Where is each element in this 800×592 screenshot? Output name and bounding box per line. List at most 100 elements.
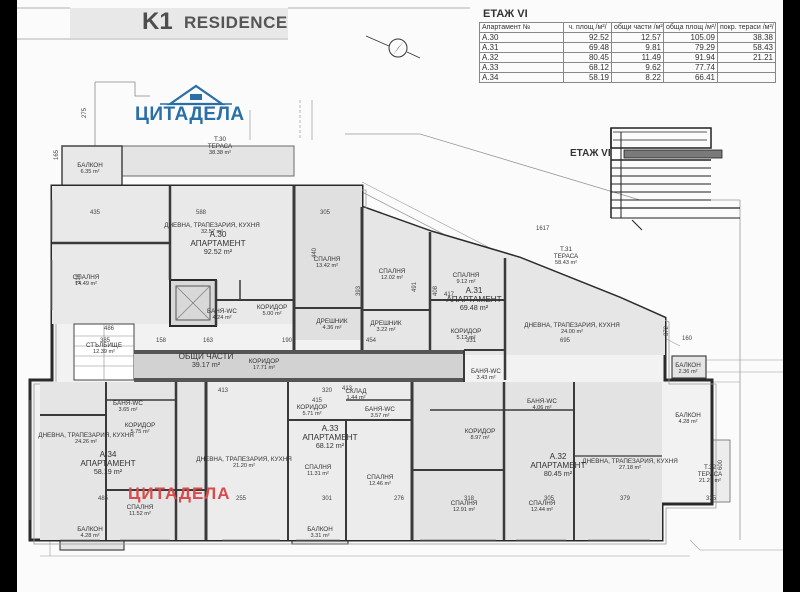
common-parts-label-area: 39.17 m²	[191, 360, 221, 369]
dimension-label: 331	[466, 338, 477, 344]
room-label-storage-name: СКЛАД	[345, 388, 367, 395]
table-cell: 80.45	[563, 52, 612, 63]
table-cell: А.32	[479, 52, 564, 63]
room-label-t32-name: ТЕРАСА	[697, 471, 723, 478]
dimension-label: 305	[544, 496, 555, 502]
room-label-balcony-e1-name: БАЛКОН	[675, 362, 701, 369]
dimension-label: 435	[90, 210, 101, 216]
apartment-label-a31-id: А.31	[465, 286, 483, 295]
common-corridor	[134, 350, 464, 382]
room-label-a34-living-area: 24.26 m²	[74, 439, 98, 445]
room-label-a31-living-name: ДНЕВНА, ТРАПЕЗАРИЯ, КУХНЯ	[524, 322, 620, 329]
room-label-a31-bath-name: БАНЯ-WC	[471, 368, 501, 375]
room-label-a30-closet-name: ДРЕШНИК	[316, 318, 348, 325]
watermark-text: ЦИТАДЕЛА	[128, 484, 231, 503]
room-label-a30-living-name: ДНЕВНА, ТРАПЕЗАРИЯ, КУХНЯ	[164, 222, 260, 229]
table-header: покр. тераси /м²/	[717, 22, 776, 33]
dimension-label: 276	[394, 496, 405, 502]
apartment-label-a34-id: А.34	[99, 450, 117, 459]
table-row: А.34 58.19 8.22 66.41	[479, 72, 776, 83]
room-label-balcony-sw-name: БАЛКОН	[77, 526, 103, 533]
room-label-a34-corridor-area: 5.75 m²	[130, 429, 150, 435]
room-label-balcony-e1-area: 2.36 m²	[678, 369, 698, 375]
room-label-a30-corridor-area: 5.00 m²	[262, 311, 282, 317]
table-row: А.31 69.48 9.81 79.29 58.43	[479, 42, 776, 53]
dimension-label: 163	[203, 338, 214, 344]
room-label-a33-corridor-area: 5.71 m²	[302, 411, 322, 417]
dimension-label: 190	[282, 338, 293, 344]
common-parts-label-label: ОБЩИ ЧАСТИ	[178, 352, 234, 361]
table-cell: А.34	[479, 72, 564, 83]
dimension-label: 301	[322, 496, 333, 502]
apartment-label-a32-label: АПАРТАМЕНТ	[530, 461, 586, 470]
table-row: А.30 92.52 12.57 105.09 38.38	[479, 32, 776, 43]
table-cell: 12.57	[611, 32, 664, 43]
table-cell: 77.74	[663, 62, 718, 73]
apartment-label-a30-id: А.30	[209, 230, 227, 239]
dimension-label: 695	[560, 338, 571, 344]
interior-walls	[40, 186, 662, 540]
room-label-a33-bath-name: БАНЯ-WC	[365, 406, 395, 413]
dimension-label: 255	[236, 496, 247, 502]
dimension-label: 408	[433, 285, 439, 296]
table-cell: 58.43	[717, 42, 776, 53]
table-cell: 92.52	[563, 32, 612, 43]
room-label-a34-bedroom-area: 11.52 m²	[129, 511, 151, 517]
room-label-a32-bath-area: 4.06 m²	[532, 405, 552, 411]
table-row: А.32 80.45 11.49 91.94 21.21	[479, 52, 776, 63]
room-label-a32-bedroom1-name: СПАЛНЯ	[450, 500, 478, 507]
room-label-a33-bedroom1-name: СПАЛНЯ	[304, 464, 332, 471]
table-cell: 11.49	[611, 52, 664, 63]
room-label-a32-bedroom2-name: СПАЛНЯ	[528, 500, 556, 507]
company-logo-text: ЦИТАДЕЛА	[135, 104, 245, 125]
room-label-a30-bath-area: 4.24 m²	[212, 315, 232, 321]
apartment-label-a31-area: 69.48 m²	[459, 303, 489, 312]
room-label-balcony-sw-area: 4.28 m²	[80, 533, 100, 539]
room-label-a31-bedroom1-area: 12.02 m²	[380, 275, 404, 281]
room-label-balcony-nw-area: 6.35 m²	[80, 169, 100, 175]
apartment-label-a34-area: 58.19 m²	[93, 467, 123, 476]
title-name: RESIDENCE	[184, 13, 288, 32]
dimension-label: 318	[76, 273, 82, 284]
apartment-label-a32-area: 80.45 m²	[543, 469, 573, 478]
dimension-label: 165	[54, 149, 60, 160]
room-label-a32-corridor-area: 8.97 m²	[470, 435, 490, 441]
dimension-label: 318	[464, 496, 475, 502]
dimension-label: 393	[356, 285, 362, 296]
room-label-balcony-e2-name: БАЛКОН	[675, 412, 701, 419]
room-label-a30-bedroom1-area: 14.49 m²	[74, 281, 98, 287]
room-label-t30-area: 38.38 m²	[208, 150, 232, 156]
apartment-label-a30-area: 92.52 m²	[203, 247, 233, 256]
table-row: А.33 68.12 9.62 77.74	[479, 62, 776, 73]
dimension-label: 305	[320, 210, 331, 216]
room-label-a30-corridor-name: КОРИДОР	[256, 304, 288, 311]
room-label-a32-bedroom2-area: 12.44 m²	[530, 507, 554, 513]
dimension-label: 491	[412, 281, 418, 292]
dimension-label: 335	[706, 496, 717, 502]
dimension-label: 454	[366, 338, 377, 344]
dimension-label: 379	[620, 496, 631, 502]
